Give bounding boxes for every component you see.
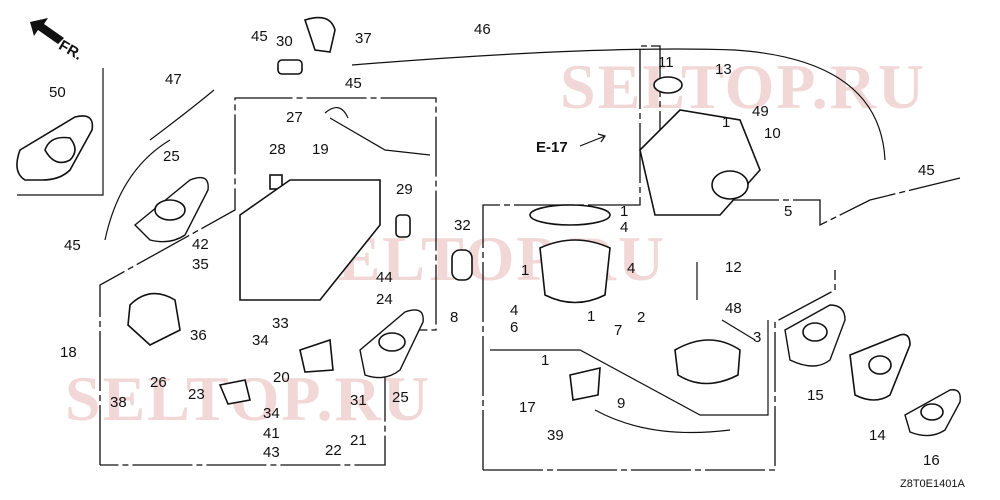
seal-32 xyxy=(451,249,473,281)
callout-31: 31 xyxy=(350,392,367,409)
callout-38: 38 xyxy=(110,394,127,411)
carburetor-lower-frame xyxy=(483,270,836,471)
callout-24: 24 xyxy=(376,291,393,308)
callout-39: 39 xyxy=(547,427,564,444)
callout-17: 17 xyxy=(519,399,536,416)
callout-7: 7 xyxy=(614,322,622,339)
callout-22: 22 xyxy=(325,442,342,459)
gasket-25-upper xyxy=(133,176,209,243)
float-3 xyxy=(674,339,741,385)
callout-36: 36 xyxy=(190,327,207,344)
knob-23 xyxy=(218,379,251,405)
callout-15: 15 xyxy=(807,387,824,404)
callout-41: 41 xyxy=(263,425,280,442)
callout-19: 19 xyxy=(312,141,329,158)
callout-1: 1 xyxy=(587,308,595,325)
callout-8: 8 xyxy=(450,309,458,326)
callout-14: 14 xyxy=(869,427,886,444)
reference-label: E-17 xyxy=(536,139,568,156)
wire-harness xyxy=(594,409,731,434)
callout-47: 47 xyxy=(165,71,182,88)
float-chamber-frame xyxy=(490,320,769,416)
callout-3: 3 xyxy=(753,329,761,346)
tube-47 xyxy=(104,89,215,241)
carburetor-body xyxy=(639,109,761,216)
fuel-filter-30 xyxy=(277,59,303,75)
spring-29 xyxy=(395,214,411,238)
pin-3 xyxy=(721,319,756,341)
cover-19 xyxy=(239,179,381,301)
callout-32: 32 xyxy=(454,217,471,234)
insulator-14 xyxy=(849,333,911,401)
callout-13: 13 xyxy=(715,61,732,78)
callout-12: 12 xyxy=(725,259,742,276)
reference-arrow-icon xyxy=(579,133,606,147)
callout-34: 34 xyxy=(252,332,269,349)
callout-34: 34 xyxy=(263,405,280,422)
callout-labels: 50 47 25 45 45 30 37 45 46 27 28 19 29 4… xyxy=(49,21,940,469)
callout-4: 4 xyxy=(510,302,518,319)
callout-21: 21 xyxy=(350,432,367,449)
callout-1: 1 xyxy=(521,262,529,279)
callout-10: 10 xyxy=(764,125,781,142)
gasket-50-frame xyxy=(17,68,104,196)
callout-46: 46 xyxy=(474,21,491,38)
callout-4: 4 xyxy=(620,219,628,236)
callout-1: 1 xyxy=(722,114,730,131)
callout-35: 35 xyxy=(192,256,209,273)
cap-11 xyxy=(653,76,683,94)
clip-37 xyxy=(303,16,336,53)
callout-26: 26 xyxy=(150,374,167,391)
fuel-valve-group-frame xyxy=(99,97,437,466)
lever-20 xyxy=(299,338,334,373)
callout-20: 20 xyxy=(273,369,290,386)
watermark: SELTOP.RU xyxy=(560,51,926,122)
callout-50: 50 xyxy=(49,84,66,101)
callout-2: 2 xyxy=(637,309,645,326)
drawing-code: Z8T0E1401A xyxy=(900,478,965,490)
callout-29: 29 xyxy=(396,181,413,198)
gasket-50 xyxy=(16,115,94,181)
callout-48: 48 xyxy=(725,300,742,317)
link-27 xyxy=(324,107,431,156)
float-chamber-4 xyxy=(539,239,611,304)
tube-46 xyxy=(351,48,886,161)
callout-1: 1 xyxy=(620,203,628,220)
callout-16: 16 xyxy=(923,452,940,469)
callout-28: 28 xyxy=(269,141,286,158)
callout-6: 6 xyxy=(510,319,518,336)
fuel-cut-solenoid-17 xyxy=(569,366,601,401)
callout-43: 43 xyxy=(263,444,280,461)
gasket-16 xyxy=(904,389,961,437)
o-ring-1 xyxy=(529,204,611,226)
gasket-15 xyxy=(784,304,846,367)
callout-5: 5 xyxy=(784,203,792,220)
callout-1: 1 xyxy=(541,352,549,369)
callout-45: 45 xyxy=(251,28,268,45)
callout-37: 37 xyxy=(355,30,372,47)
fuel-valve-26 xyxy=(127,292,181,346)
callout-27: 27 xyxy=(286,109,303,126)
callout-25: 25 xyxy=(392,389,409,406)
callout-30: 30 xyxy=(276,33,293,50)
callout-18: 18 xyxy=(60,344,77,361)
callout-42: 42 xyxy=(192,236,209,253)
front-direction-arrow-icon xyxy=(30,18,64,44)
callout-49: 49 xyxy=(752,103,769,120)
callout-45: 45 xyxy=(918,162,935,179)
callout-44: 44 xyxy=(376,269,393,286)
gasket-25-lower xyxy=(359,309,424,379)
callout-25: 25 xyxy=(163,148,180,165)
callout-45: 45 xyxy=(345,75,362,92)
callout-11: 11 xyxy=(658,54,674,71)
callout-9: 9 xyxy=(617,395,625,412)
callout-23: 23 xyxy=(188,386,205,403)
callout-4: 4 xyxy=(627,260,635,277)
callout-45: 45 xyxy=(64,237,81,254)
callout-33: 33 xyxy=(272,315,289,332)
